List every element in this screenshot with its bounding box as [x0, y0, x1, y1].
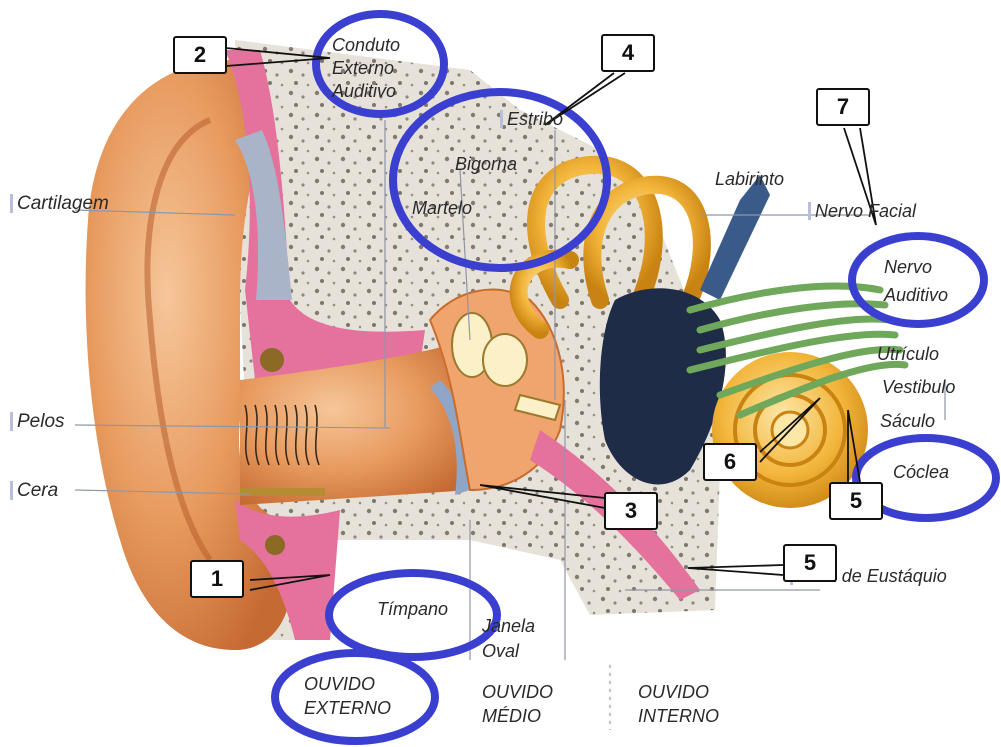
zone-ouvido-externo: OUVIDO EXTERNO	[304, 672, 391, 720]
label-pelos: Pelos	[10, 412, 65, 431]
label-nervo-facial: Nervo Facial	[808, 202, 916, 220]
callout-1: 1	[190, 560, 244, 598]
zone-externo-line1: OUVIDO	[304, 672, 391, 696]
callout-2: 2	[173, 36, 227, 74]
zone-interno-line2: INTERNO	[638, 704, 719, 728]
label-timpano: Tímpano	[377, 600, 448, 618]
label-coclea: Cóclea	[893, 463, 949, 481]
zone-medio-line2: MÉDIO	[482, 704, 553, 728]
zone-ouvido-medio: OUVIDO MÉDIO	[482, 680, 553, 728]
zone-externo-line2: EXTERNO	[304, 696, 391, 720]
hair-follicle	[260, 348, 284, 372]
label-martelo: Martelo	[412, 199, 472, 217]
zone-ouvido-interno: OUVIDO INTERNO	[638, 680, 719, 728]
label-nervo-auditivo: Nervo Auditivo	[884, 253, 948, 309]
label-janela-oval-line1: Janela	[482, 614, 535, 639]
label-saculo: Sáculo	[880, 412, 935, 430]
wax-bar	[240, 488, 325, 496]
callout-7: 7	[816, 88, 870, 126]
label-utriculo: Utrículo	[877, 345, 939, 363]
label-conduto-line2: Externo	[332, 57, 400, 80]
callout-6: 6	[703, 443, 757, 481]
callout-5-cochlea: 5	[829, 482, 883, 520]
callout-3: 3	[604, 492, 658, 530]
label-cera: Cera	[10, 481, 58, 500]
label-janela-oval-line2: Oval	[482, 639, 535, 664]
incus	[483, 334, 527, 386]
label-labirinto: Labirinto	[715, 170, 784, 188]
label-estribo: Estribo	[500, 110, 563, 128]
label-conduto-line3: Auditivo	[332, 80, 400, 103]
wax-node	[265, 535, 285, 555]
zone-interno-line1: OUVIDO	[638, 680, 719, 704]
label-conduto-line1: Conduto	[332, 34, 400, 57]
label-nervo-auditivo-line1: Nervo	[884, 253, 948, 281]
label-janela-oval: Janela Oval	[482, 614, 535, 664]
callout-5-eustachian: 5	[783, 544, 837, 582]
label-cartilagem: Cartilagem	[10, 194, 109, 213]
label-vestibulo: Vestibulo	[882, 378, 955, 396]
label-nervo-auditivo-line2: Auditivo	[884, 281, 948, 309]
label-bigorna: Bigorna	[455, 155, 517, 173]
zone-medio-line1: OUVIDO	[482, 680, 553, 704]
label-conduto: Conduto Externo Auditivo	[332, 34, 400, 103]
callout-4: 4	[601, 34, 655, 72]
